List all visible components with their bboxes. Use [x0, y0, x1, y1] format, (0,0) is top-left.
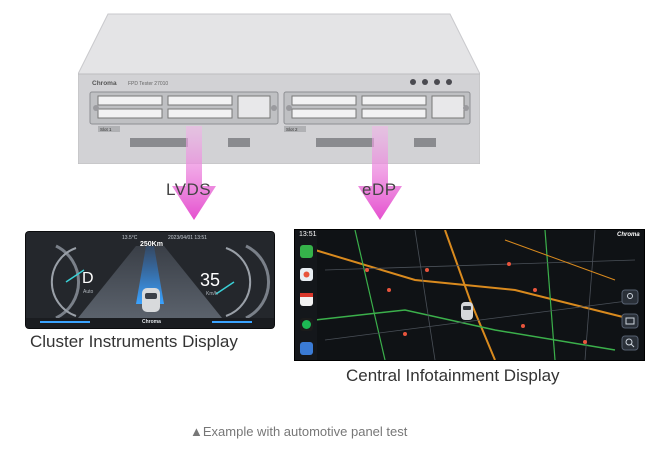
slot-1-label: Slot 1	[100, 127, 112, 132]
edp-arrow-icon	[358, 126, 402, 220]
car-icon	[142, 288, 160, 312]
cluster-caption: Cluster Instruments Display	[30, 332, 238, 351]
layers-button[interactable]	[621, 313, 639, 329]
cluster-display: 13.5°C 2023/04/01 13:51 250Km D Auto 35 …	[26, 232, 274, 328]
tester-model: FPD Tester 27010	[128, 81, 168, 87]
gear-mode: Auto	[83, 289, 94, 295]
cluster-range: 250Km	[140, 241, 163, 248]
slot-2-bay: Slot 2	[283, 91, 471, 132]
speed-readout: 35	[200, 270, 221, 290]
fpd-tester-chassis: Chroma FPD Tester 27010 Slot 1 Slot 2	[78, 13, 480, 164]
tester-brand: Chroma	[92, 80, 117, 87]
infotainment-display: 13:51 Chroma	[295, 230, 644, 360]
map-pins	[365, 262, 587, 344]
lvds-arrow-icon	[172, 126, 216, 220]
right-gauge	[215, 244, 270, 320]
map-background	[295, 230, 644, 360]
infotainment-time: 13:51	[299, 231, 317, 238]
right-progress-bar	[212, 321, 252, 323]
calendar-app-icon[interactable]	[300, 293, 313, 306]
gear-indicator: D	[82, 270, 94, 287]
maps-app-icon[interactable]	[300, 268, 313, 281]
front-panel-buttons	[410, 79, 452, 85]
cluster-brand: Chroma	[142, 319, 161, 325]
phone-app-icon[interactable]	[300, 245, 313, 258]
infotainment-brand: Chroma	[617, 232, 640, 238]
location-button[interactable]	[621, 289, 639, 305]
connector-row	[130, 138, 436, 147]
edp-label: eDP	[362, 180, 397, 199]
cluster-datetime: 2023/04/01 13:51	[168, 235, 207, 241]
left-gauge	[50, 244, 85, 320]
photos-app-icon[interactable]	[300, 342, 313, 355]
slot-2-label: Slot 2	[286, 127, 298, 132]
example-footnote: ▲Example with automotive panel test	[190, 424, 408, 439]
map-roads	[314, 230, 636, 360]
speed-unit: Km/h	[206, 291, 218, 297]
car-position-icon	[461, 302, 473, 320]
infotainment-caption: Central Infotainment Display	[346, 366, 560, 385]
left-progress-bar	[40, 321, 90, 323]
slot-1-bay: Slot 1	[89, 91, 279, 132]
zoom-button[interactable]	[621, 335, 639, 351]
lvds-label: LVDS	[166, 180, 212, 199]
spotify-app-icon[interactable]	[300, 318, 313, 331]
cluster-temperature: 13.5°C	[122, 235, 138, 241]
